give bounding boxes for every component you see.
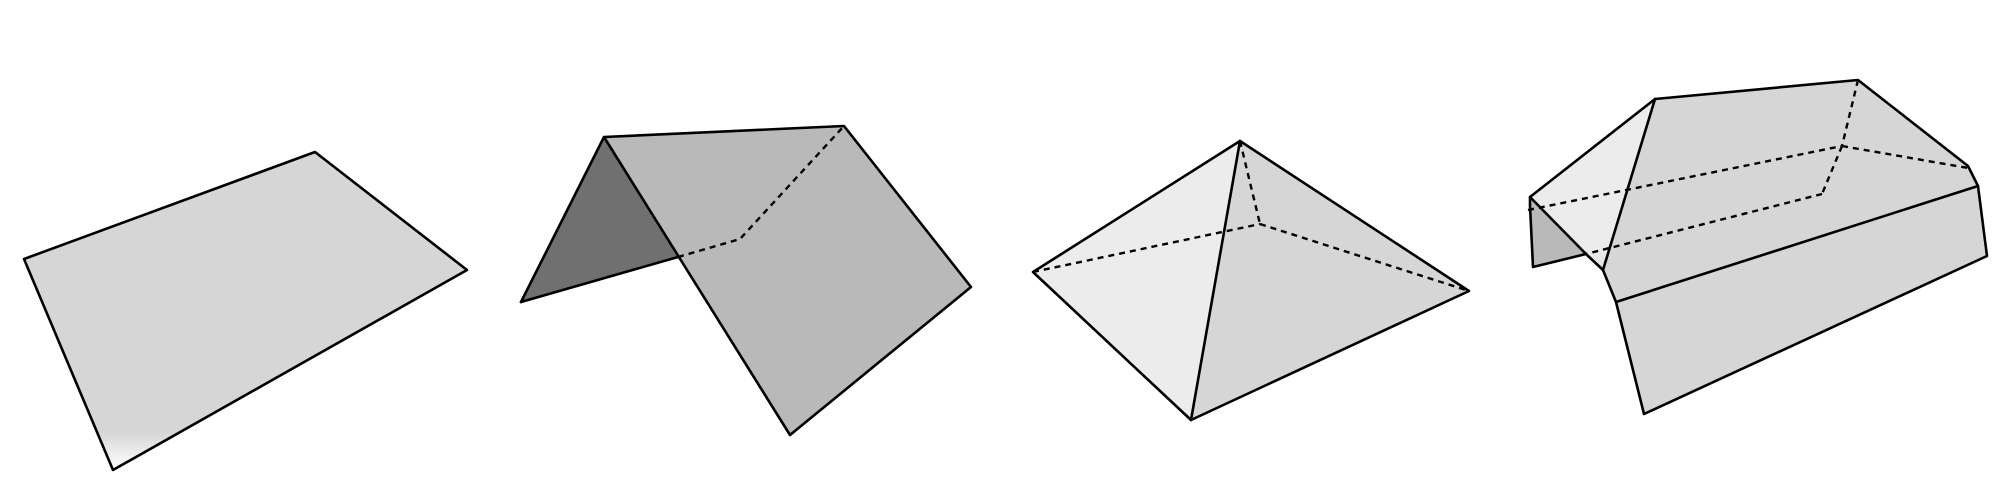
gable-outline xyxy=(519,124,973,437)
gable-end-face xyxy=(521,137,678,302)
hip-hidden-edge-4 xyxy=(1820,145,1844,195)
hip-hidden-edge-3 xyxy=(1840,79,1860,147)
hip-hidden-edge-5 xyxy=(1585,192,1823,256)
flat-roof-outline xyxy=(22,150,469,472)
flat-roof-shape xyxy=(22,150,469,472)
hip-ridge-edge xyxy=(1601,97,1657,272)
gable-hidden-edge xyxy=(677,125,845,259)
pyramid-hidden-edge-1 xyxy=(1032,222,1261,274)
flat-roof-face xyxy=(24,152,467,470)
gable-eave-edge xyxy=(519,255,680,304)
hip-left-hip-edge xyxy=(1528,195,1588,256)
hip-box-front-face xyxy=(1616,186,1987,414)
pyramid-hidden-edge-3 xyxy=(1238,140,1262,225)
hip-roof-top-face xyxy=(1603,80,1978,302)
gable-roof-shape xyxy=(519,124,973,437)
hip-hidden-edge-1 xyxy=(1527,144,1843,212)
pyramid-hip-roof-shape xyxy=(1031,139,1471,422)
pyramid-front-ridge xyxy=(1189,139,1242,422)
hip-box-end-face xyxy=(1530,197,1586,267)
gable-back-face xyxy=(604,126,971,435)
pyramid-left-face xyxy=(1033,141,1240,420)
pyramid-hidden-edge-2 xyxy=(1259,222,1470,293)
hip-roof-shape xyxy=(1527,78,1989,416)
pyramid-right-face xyxy=(1191,141,1469,420)
hip-eave-edge xyxy=(1614,184,1980,304)
